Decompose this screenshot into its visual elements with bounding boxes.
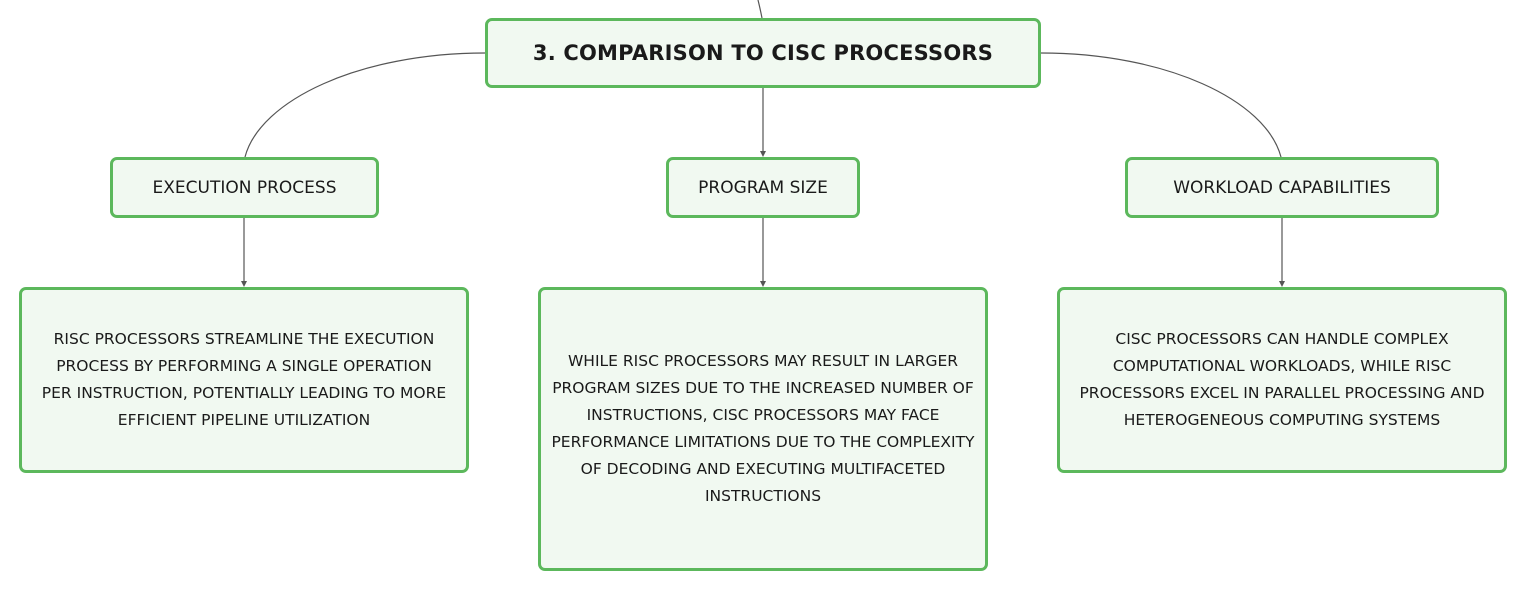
branch-label-workload-capabilities: WORKLOAD CAPABILITIES xyxy=(1173,177,1391,198)
branch-node-execution-process[interactable]: EXECUTION PROCESS xyxy=(110,157,379,218)
arrowhead-program-detail xyxy=(760,281,766,287)
detail-text-execution-process: RISC PROCESSORS STREAMLINE THE EXECUTION… xyxy=(41,330,447,429)
arrowhead-workload-detail xyxy=(1279,281,1285,287)
branch-label-program-size: PROGRAM SIZE xyxy=(698,177,828,198)
branch-node-program-size[interactable]: PROGRAM SIZE xyxy=(666,157,860,218)
connector-root-to-workload-capabilities xyxy=(1040,52,1282,158)
connector-parent-to-root xyxy=(757,0,763,19)
branch-label-execution-process: EXECUTION PROCESS xyxy=(152,177,337,198)
root-title: 3. COMPARISON TO CISC PROCESSORS xyxy=(532,41,994,65)
detail-node-workload-capabilities[interactable]: CISC PROCESSORS CAN HANDLE COMPLEX COMPU… xyxy=(1057,287,1507,473)
branch-node-workload-capabilities[interactable]: WORKLOAD CAPABILITIES xyxy=(1125,157,1439,218)
connector-root-to-execution-process xyxy=(244,52,486,158)
detail-text-workload-capabilities: CISC PROCESSORS CAN HANDLE COMPLEX COMPU… xyxy=(1079,330,1485,429)
arrowhead-program-size xyxy=(760,151,766,157)
detail-node-execution-process[interactable]: RISC PROCESSORS STREAMLINE THE EXECUTION… xyxy=(19,287,469,473)
root-node[interactable]: 3. COMPARISON TO CISC PROCESSORS xyxy=(485,18,1041,88)
detail-text-program-size: WHILE RISC PROCESSORS MAY RESULT IN LARG… xyxy=(551,352,975,505)
arrowhead-execution-detail xyxy=(241,281,247,287)
detail-node-program-size[interactable]: WHILE RISC PROCESSORS MAY RESULT IN LARG… xyxy=(538,287,988,571)
